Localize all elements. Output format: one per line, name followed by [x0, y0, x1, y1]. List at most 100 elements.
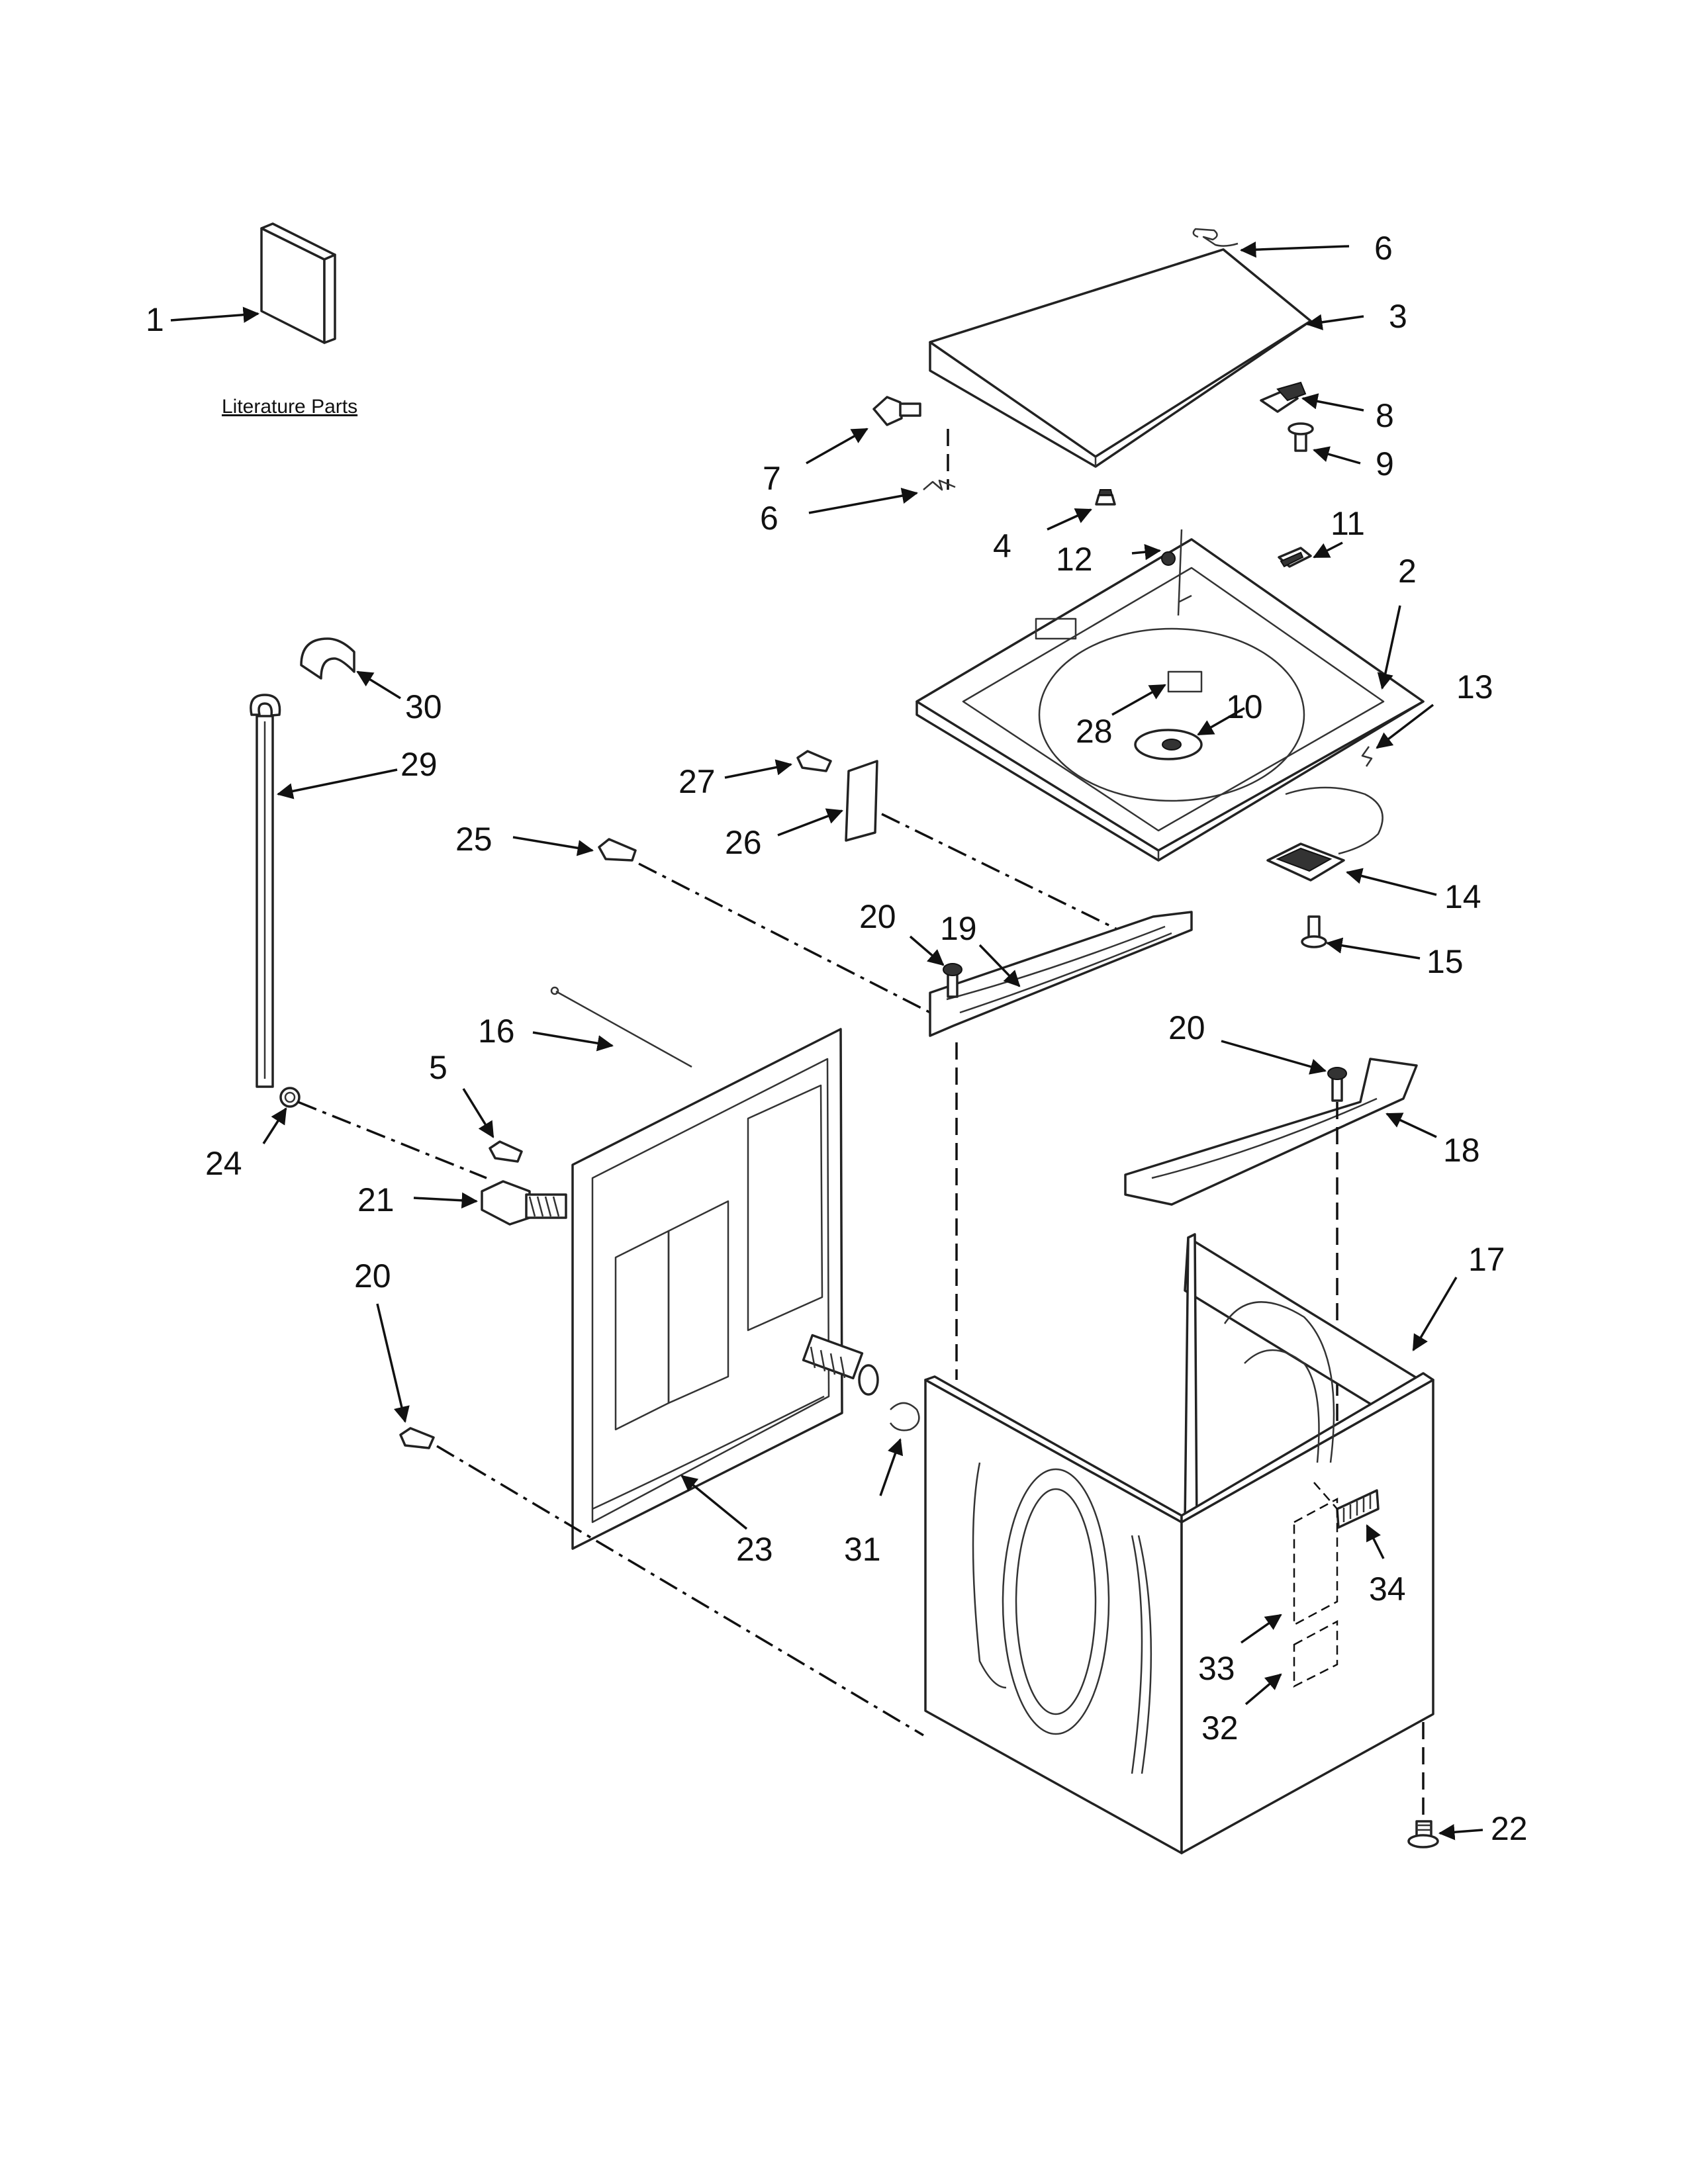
part-33-label-outline [1293, 1497, 1338, 1627]
leader-18 [1385, 1113, 1437, 1138]
part-32-label-outline [1293, 1619, 1338, 1688]
callout-20a: 20 [859, 898, 896, 935]
part-1-literature-book [260, 222, 336, 344]
callout-20b: 20 [1168, 1009, 1205, 1046]
part-18-rear-brace [1124, 1058, 1418, 1206]
leader-34 [1366, 1524, 1385, 1559]
part-6-hinge-pin-bottom [923, 479, 956, 491]
callout-2: 2 [1398, 553, 1417, 590]
leader-4 [1047, 508, 1092, 531]
leader-21 [413, 1192, 479, 1209]
callout-19: 19 [940, 910, 977, 947]
part-21-drain-pump [481, 1180, 567, 1226]
part-19-front-brace [929, 911, 1193, 1037]
part-14-lid-switch [1266, 842, 1345, 882]
callout-31: 31 [844, 1531, 881, 1568]
part-34-vent [1336, 1489, 1380, 1529]
leader-22 [1438, 1824, 1483, 1841]
leader-20a [909, 935, 945, 966]
part-30-hose-guide [300, 637, 355, 680]
leader-6b [808, 488, 919, 514]
rear-panel-lower-hose [802, 1334, 879, 1396]
callout-15: 15 [1427, 943, 1464, 980]
callout-16: 16 [478, 1013, 515, 1050]
lid-switch-wire [1285, 786, 1383, 855]
callout-34: 34 [1369, 1570, 1406, 1608]
callout-23: 23 [736, 1531, 773, 1568]
leader-15 [1325, 937, 1421, 960]
callout-4: 4 [993, 527, 1011, 565]
callout-22: 22 [1491, 1810, 1528, 1847]
leader-16 [532, 1031, 614, 1052]
dash-hose-pump [297, 1101, 487, 1179]
callout-5: 5 [429, 1049, 447, 1086]
part-22-leveling-leg [1407, 1820, 1439, 1848]
leader-3 [1305, 314, 1364, 330]
leader-12 [1131, 543, 1162, 561]
leader-13 [1376, 704, 1434, 749]
leader-27 [724, 759, 793, 779]
part-23-rear-panel [571, 1028, 843, 1550]
part-27-screw [796, 750, 832, 772]
callout-6b: 6 [760, 500, 778, 537]
callout-33: 33 [1198, 1650, 1235, 1687]
callout-25: 25 [455, 821, 492, 858]
part-29-drain-hose [250, 694, 281, 1088]
part-16-rod [550, 986, 692, 1068]
callout-12: 12 [1056, 541, 1093, 578]
dash-25-to-19 [638, 862, 937, 1017]
leader-5 [462, 1088, 494, 1138]
leader-20c [376, 1303, 410, 1423]
part-15-screw [1301, 915, 1327, 948]
leader-30 [356, 670, 401, 700]
part-10-bleach-dispenser [1134, 729, 1203, 760]
leader-20b [1221, 1040, 1327, 1075]
leader-24 [262, 1107, 287, 1144]
dash-20c-cabinet [436, 1445, 924, 1737]
part-28-label [1167, 670, 1203, 693]
leader-19 [978, 944, 1021, 987]
callout-28: 28 [1076, 713, 1113, 750]
part-7-screw [872, 396, 921, 426]
callout-9: 9 [1376, 445, 1394, 482]
literature-parts-label: Literature Parts [222, 396, 357, 418]
dash-34 [1313, 1482, 1338, 1510]
callout-30: 30 [405, 688, 442, 725]
part-20-screw-c [399, 1427, 435, 1449]
leader-2 [1377, 605, 1401, 690]
callout-8: 8 [1376, 397, 1394, 434]
callout-29: 29 [400, 746, 438, 783]
leader-14 [1346, 868, 1437, 896]
part-6-hinge-pin-top [1192, 228, 1239, 247]
leader-26 [777, 808, 843, 837]
part-26-bracket [845, 760, 878, 842]
callout-18: 18 [1443, 1132, 1480, 1169]
leader-23 [680, 1475, 748, 1530]
leader-1 [170, 306, 260, 323]
callout-3: 3 [1389, 298, 1407, 335]
leader-29 [277, 768, 398, 799]
leader-32 [1244, 1673, 1282, 1706]
dash-26-to-19 [881, 813, 1133, 938]
callout-20c: 20 [354, 1257, 391, 1295]
part-2-top-panel [915, 538, 1425, 862]
callout-10: 10 [1226, 688, 1263, 725]
leader-8 [1301, 393, 1364, 412]
leader-6a [1239, 241, 1350, 258]
leader-17 [1412, 1277, 1458, 1351]
callout-27: 27 [679, 763, 716, 800]
part-25-screw [598, 838, 637, 862]
callout-17: 17 [1468, 1241, 1505, 1278]
callout-26: 26 [725, 824, 762, 861]
leader-9 [1313, 446, 1361, 465]
callout-32: 32 [1201, 1709, 1239, 1747]
leader-33 [1240, 1614, 1282, 1644]
callout-13: 13 [1456, 668, 1493, 705]
leader-11 [1313, 541, 1343, 559]
part-12-plug [1161, 529, 1183, 616]
leader-31 [879, 1438, 904, 1496]
part-5-screw [489, 1140, 523, 1163]
part-20-screw-b [1327, 1067, 1347, 1102]
callout-7: 7 [763, 460, 781, 497]
